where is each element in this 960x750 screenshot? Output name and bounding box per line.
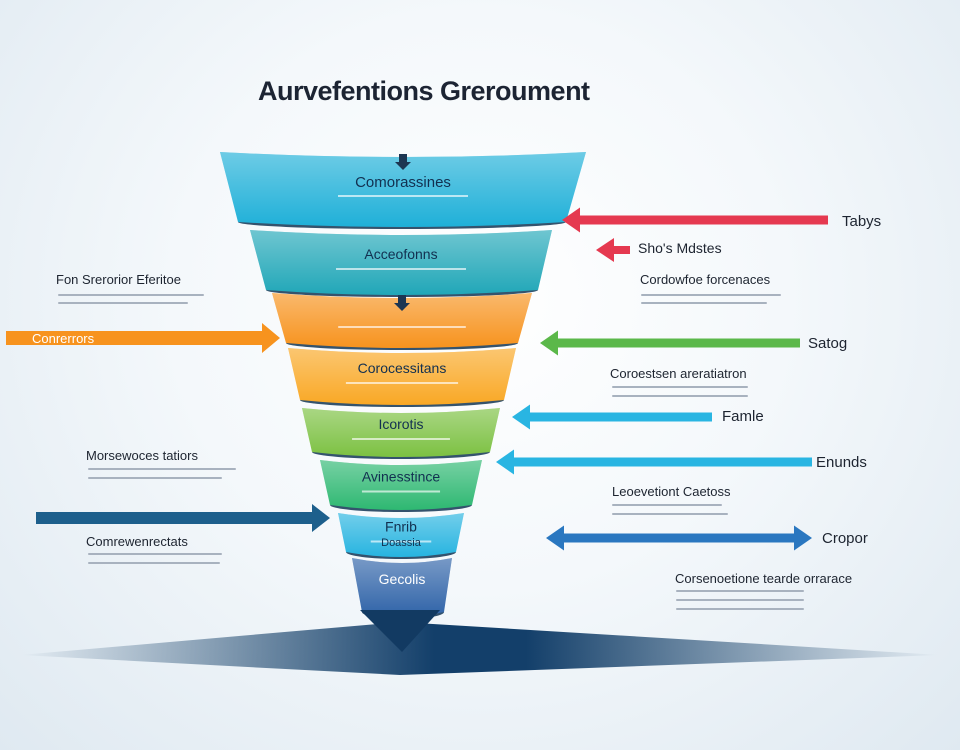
down-arrow-icon [395,154,411,170]
funnel-layer-4 [288,348,516,407]
funnel-layer-1-desc-line [338,195,468,197]
right-note-4-line [676,608,804,610]
left-note-3-title: Comrewenrectats [86,534,188,549]
right-note-1-line [641,302,767,304]
funnel-layer-1 [220,152,586,229]
arrow-label-famle: Famle [722,408,764,425]
funnel-layer-5 [302,408,500,459]
funnel-layer-1-label: Comorassines [355,174,451,191]
left-note-2-line [88,468,236,470]
arrow-left-lower [36,504,330,532]
left-note-1-title: Fon Srerorior Eferitoe [56,272,181,287]
arrow-tabys [562,207,828,233]
funnel-layer-4-desc-line [345,382,459,384]
arrow-cropor-right [690,525,812,551]
arrow-famle [512,404,712,430]
funnel-layer-2-desc-line [336,268,466,270]
arrow-label-conrerrors: Conrerrors [32,331,95,346]
right-note-3-line [612,504,722,506]
right-note-1-line [641,294,781,296]
funnel-layer-3 [272,293,532,350]
arrow-label-satog: Satog [808,335,848,352]
funnel-layer-6-desc-line [361,490,441,493]
funnel-layer-4-label: Corocessitans [358,360,447,376]
left-note-2-line [88,477,222,479]
right-note-3-title: Leoevetiont Caetoss [612,484,731,499]
funnel-layer-5-label: Icorotis [378,416,423,432]
left-note-3-line [88,562,220,564]
funnel-base [20,622,940,675]
left-note-1-line [58,294,204,296]
right-note-2-line [612,386,748,388]
funnel-layer-8-label: Gecolis [379,571,426,587]
arrow-label-cropor: Cropor [822,530,868,547]
left-note-3-line [88,553,222,555]
funnel-layer-7 [338,513,464,559]
right-note-3-line [612,513,728,515]
funnel-tip [360,610,440,652]
arrow-label-tabys: Tabys [842,213,882,230]
funnel-layer-3-desc-line [338,326,466,328]
arrow-satog [540,330,800,356]
funnel-layer-6-label: Avinesstince [362,469,441,485]
funnel-layer-7-label: Fnrib [385,519,417,535]
right-note-4-line [676,590,804,592]
left-note-2-title: Morsewoces tatiors [86,448,198,463]
funnel-layer-5-desc-line [352,438,450,440]
arrow-conrerrors [6,323,280,353]
arrow-enunds [496,449,812,475]
arrow-shos-mdstes [596,238,630,262]
right-note-1-title: Cordowfoe forcenaces [640,272,771,287]
right-note-4-line [676,599,804,601]
funnel-layer-8 [352,558,452,619]
funnel-layer-2 [250,230,552,297]
funnel-layer-2-label: Acceofonns [364,246,437,262]
right-note-2-line [612,395,748,397]
down-arrow-icon [394,295,410,311]
page-title: Aurvefentions Greroument [258,76,590,106]
arrow-cropor-left [546,525,700,551]
funnel-layer-6 [320,460,482,512]
right-note-2-title: Coroestsen areratiatron [610,366,747,381]
funnel-layer-7-desc-line [370,540,432,543]
left-note-1-line [58,302,188,304]
funnel-layer-7-sublabel: Doassia [381,537,422,549]
arrow-label-enunds: Enunds [816,454,867,471]
right-note-4-title: Corsenoetione tearde orrarace [675,571,853,586]
arrow-label-shos-mdstes: Sho's Mdstes [638,240,722,256]
